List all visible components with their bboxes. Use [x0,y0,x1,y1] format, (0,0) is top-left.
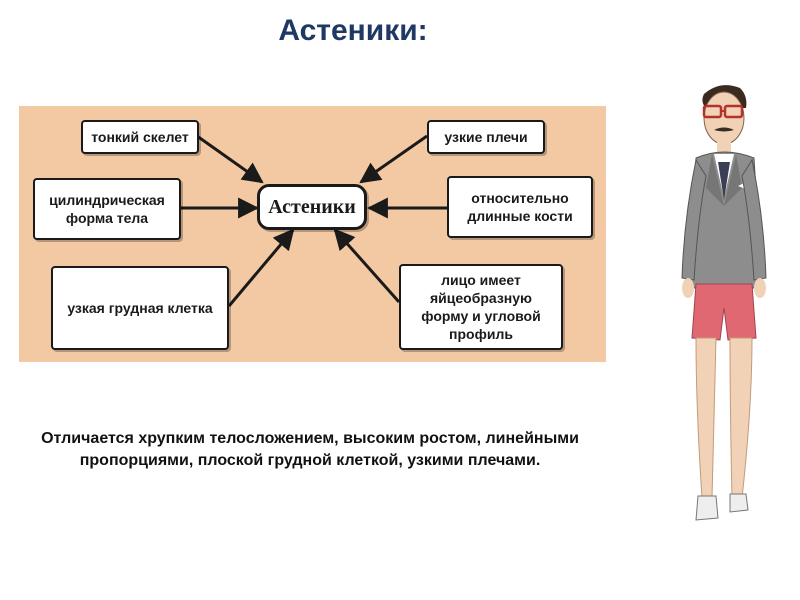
node-narrow-chest: узкая грудная клетка [51,266,229,350]
diagram-arrows [181,134,447,307]
node-cylindrical-body: цилиндрическая форма тела [33,178,181,240]
arrow-thin-skeleton [196,134,264,184]
diagram: тонкий скелет цилиндрическая форма тела … [19,106,606,362]
node-narrow-shoulders: узкие плечи [427,120,545,154]
node-thin-skeleton: тонкий скелет [81,120,199,154]
description-text: Отличается хрупким телосложением, высоки… [41,430,579,469]
asthenic-man-illustration [681,85,767,521]
node-long-bones: относительно длинные кости [447,176,593,238]
node-oval-face: лицо имеет яйцеобразную форму и угловой … [399,264,563,350]
arrow-narrow-chest [227,228,295,307]
node-center-astheniks: Астеники [257,184,367,230]
page-title: Астеники: [278,14,428,47]
arrow-oval-face [333,228,401,303]
arrow-narrow-shoulders [359,134,428,184]
